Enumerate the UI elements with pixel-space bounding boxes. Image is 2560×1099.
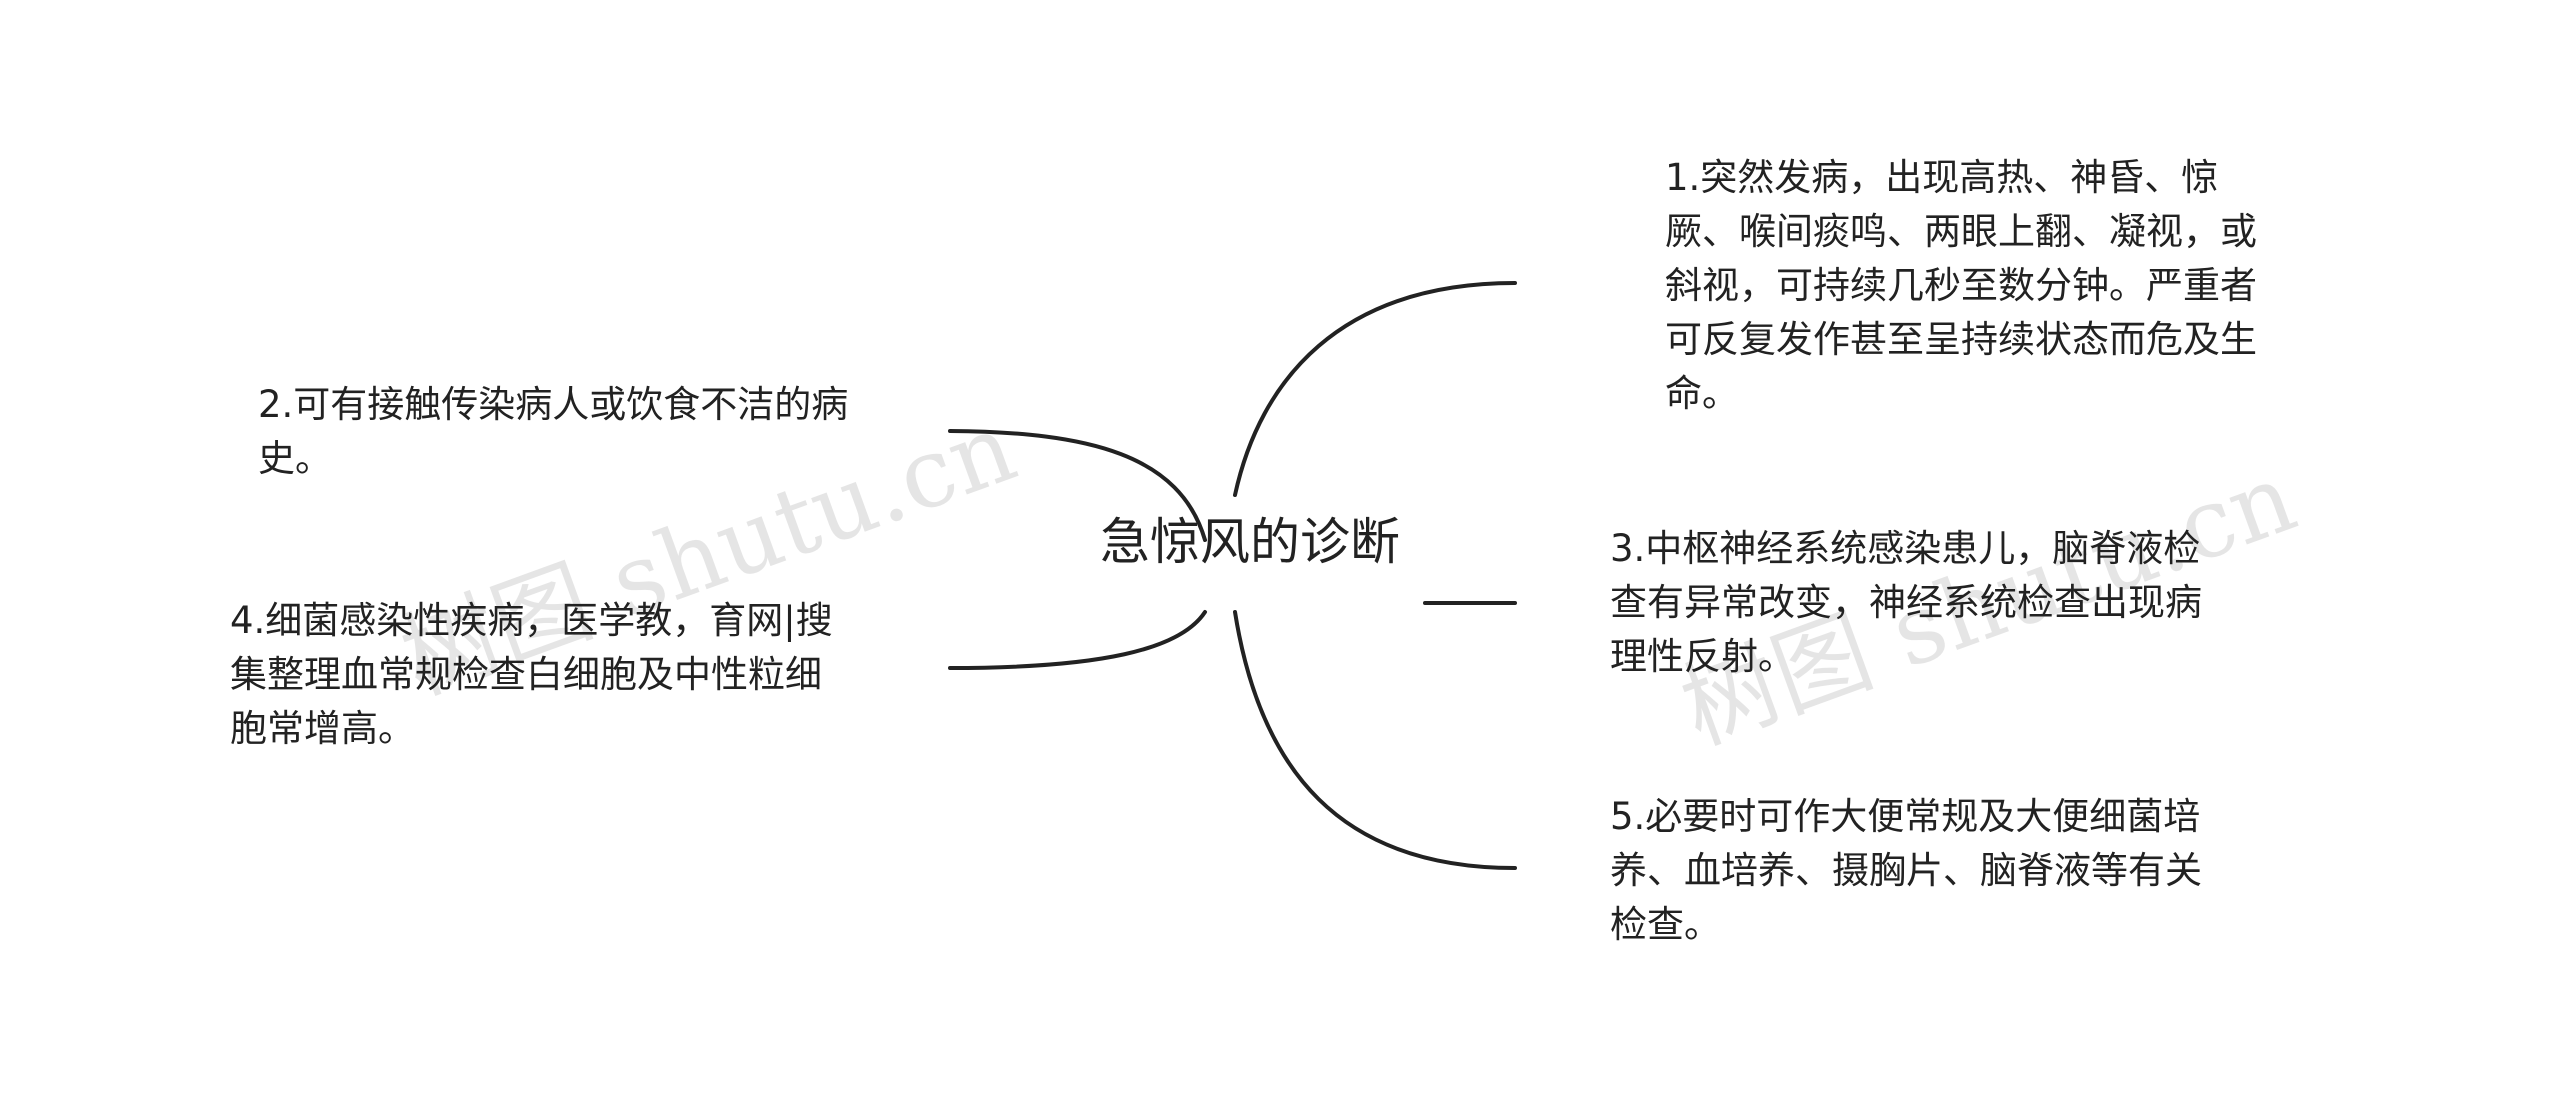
topic-node-3[interactable]: 3.中枢神经系统感染患儿，脑脊液检查有异常改变，神经系统检查出现病理性反射。	[1610, 527, 2202, 678]
topic-node-1[interactable]: 1.突然发病，出现高热、神昏、惊厥、喉间痰鸣、两眼上翻、凝视，或斜视，可持续几秒…	[1665, 156, 2257, 415]
root-topic[interactable]: 急惊风的诊断	[1100, 513, 1400, 571]
connector-to-node-2	[948, 429, 1207, 542]
connector-to-node-1	[1233, 281, 1517, 497]
topic-node-4[interactable]: 4.细菌感染性疾病，医学教，育网|搜集整理血常规检查白细胞及中性粒细胞常增高。	[230, 599, 833, 750]
topic-node-2[interactable]: 2.可有接触传染病人或饮食不洁的病史。	[258, 383, 849, 480]
topic-node-5[interactable]: 5.必要时可作大便常规及大便细菌培养、血培养、摄胸片、脑脊液等有关检查。	[1610, 795, 2202, 946]
connector-to-node-5	[1233, 610, 1517, 870]
connector-to-node-4	[948, 610, 1207, 670]
